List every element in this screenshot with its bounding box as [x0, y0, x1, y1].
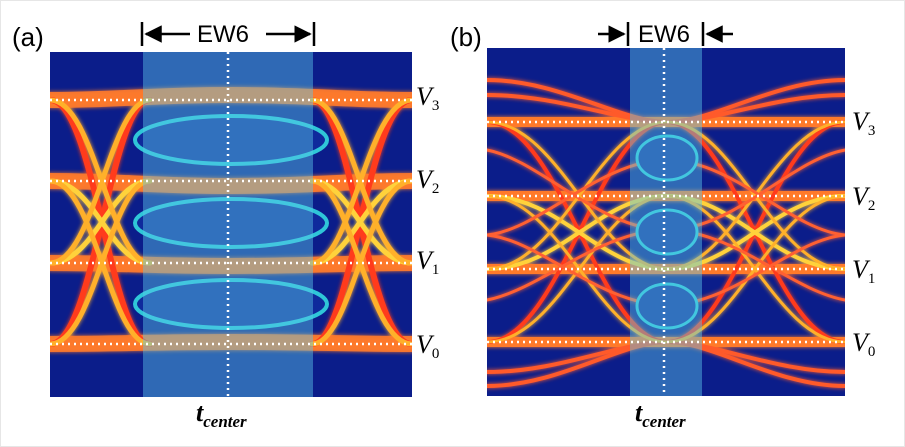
panel-b-level-v2-label: V2 [852, 182, 876, 214]
panel-a-label: (a) [12, 22, 44, 52]
panel-b-level-v0-label: V0 [852, 328, 876, 360]
panel-b-label: (b) [450, 22, 482, 52]
panel-a-level-guides [50, 52, 412, 397]
panel-b-eye-width-marker [598, 22, 733, 46]
panel-b-eye-width-label: EW6 [638, 21, 691, 48]
panel-a-eye-width-label: EW6 [197, 21, 250, 48]
panel-b-level-v3-label: V3 [852, 107, 876, 139]
panel-b-traces [487, 78, 845, 388]
panel-a-eye-diagram [50, 52, 412, 397]
panel-b-eye-openings [635, 134, 699, 330]
panel-b-level-v1-label: V1 [852, 255, 876, 287]
panel-a-time-center-label: tcenter [196, 398, 247, 431]
panel-a-level-v1-label: V1 [416, 246, 440, 278]
panel-b-eye-width-window [630, 48, 702, 396]
panel-b-level-guides [487, 48, 845, 396]
panel-a-traces [50, 86, 412, 352]
panel-b-time-center-label: tcenter [635, 398, 686, 431]
panel-a-level-v3-label: V3 [416, 82, 440, 114]
panel-a-level-v2-label: V2 [416, 165, 440, 197]
panel-a-eye-width-marker [140, 22, 316, 46]
panel-a-level-v0-label: V0 [416, 330, 440, 362]
panel-a-eye-width-window [143, 52, 313, 397]
panel-a-eye-openings [133, 114, 329, 330]
panel-b-eye-diagram [487, 48, 845, 396]
